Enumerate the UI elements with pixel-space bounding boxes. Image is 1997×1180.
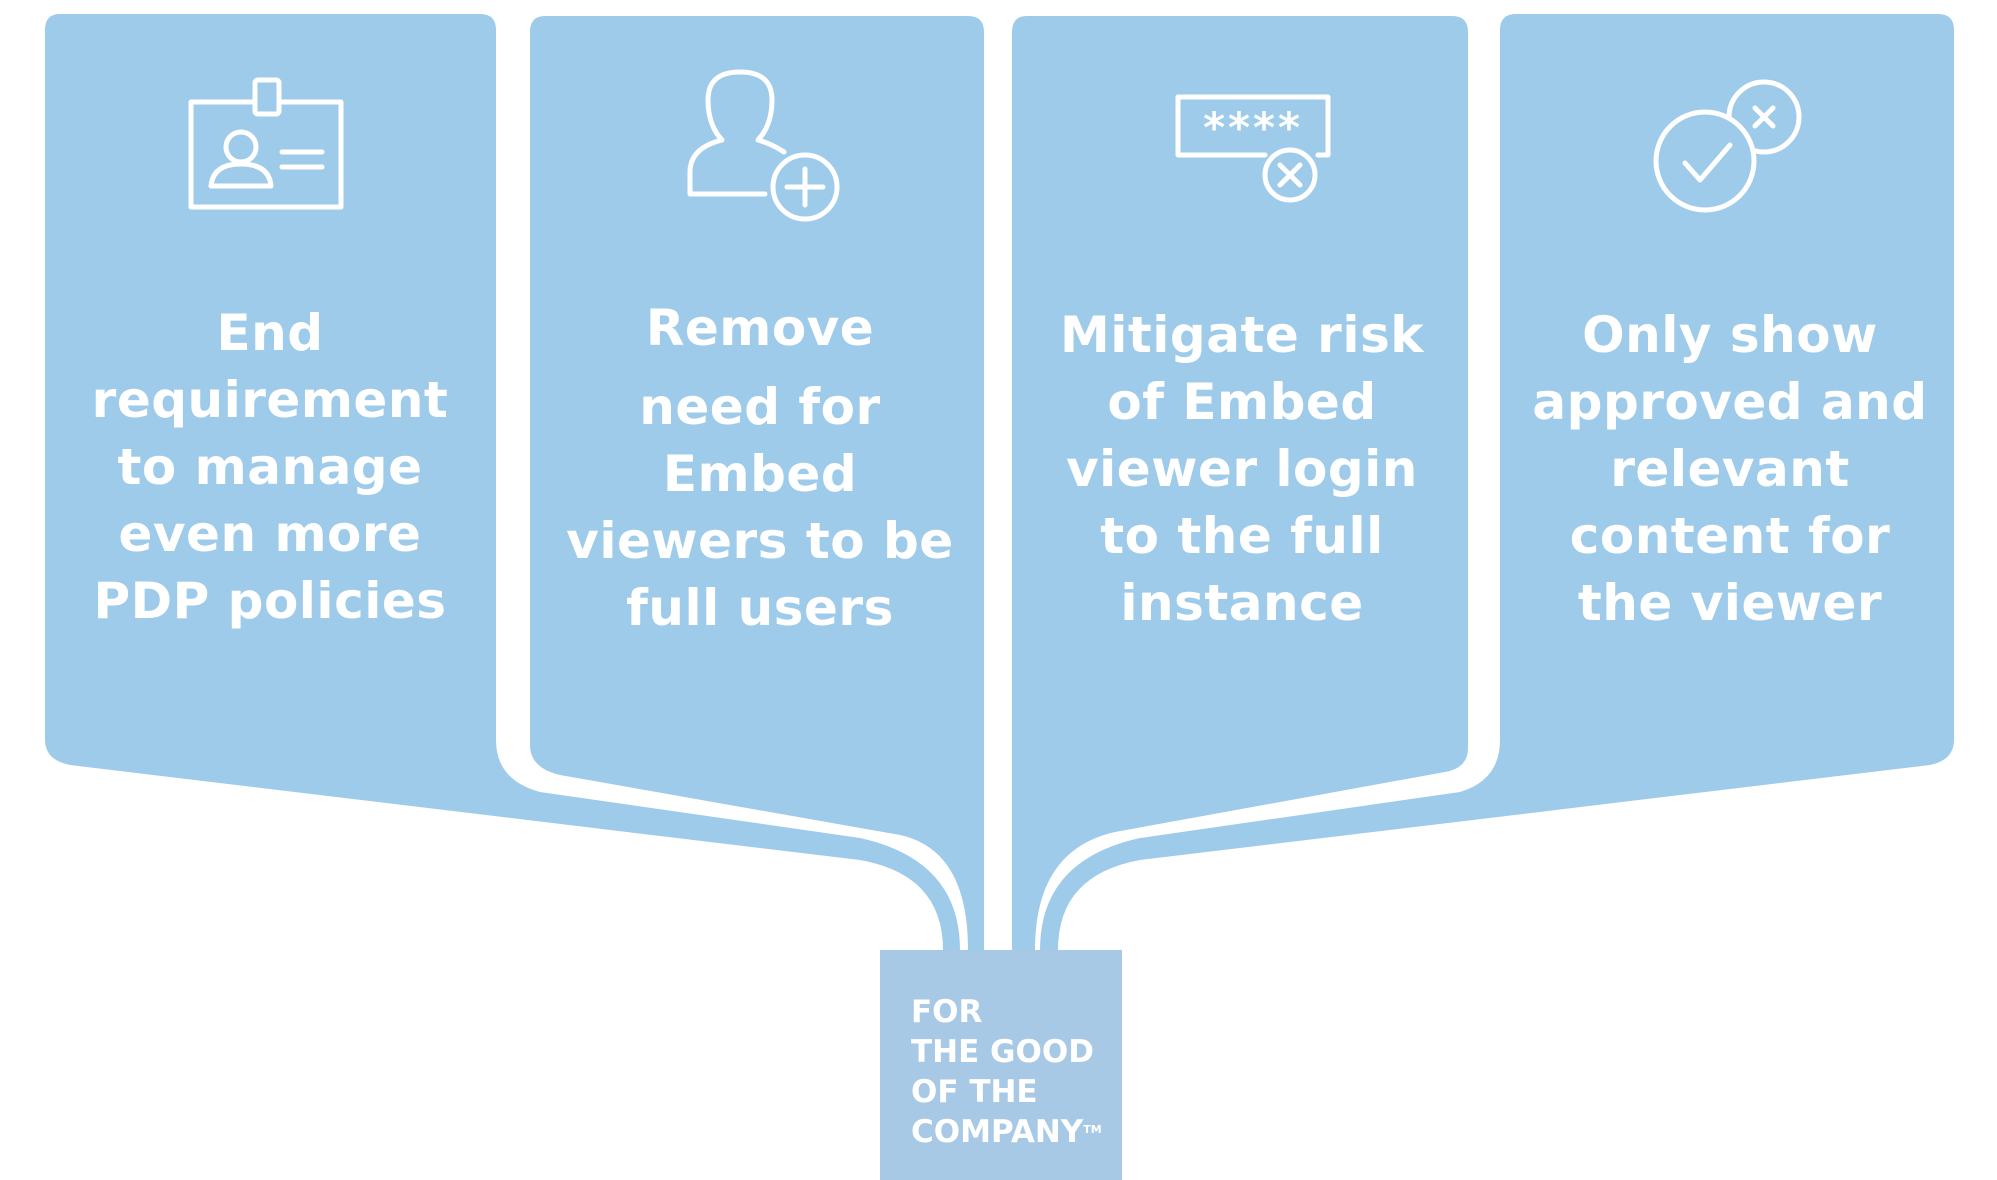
- panel-3-line: viewer login: [1066, 440, 1418, 498]
- panel-4-line: the viewer: [1577, 574, 1883, 632]
- brand-line: OF THE: [911, 1074, 1038, 1110]
- panel-2-text: Remove need for Embed viewers to be full…: [530, 295, 990, 642]
- panel-2-line: viewers to be: [566, 512, 954, 570]
- panel-3-line: of Embed: [1107, 373, 1377, 431]
- panel-1-line: PDP policies: [93, 572, 447, 630]
- check-cross-icon: [1653, 79, 1802, 213]
- password-denied-icon: ****: [1175, 94, 1331, 203]
- panel-4-line: Only show: [1582, 306, 1878, 364]
- brand-box: FOR THE GOOD OF THE COMPANYTM: [880, 950, 1122, 1180]
- panel-4-text: Only show approved and relevant content …: [1500, 302, 1960, 637]
- trademark-mark: TM: [1083, 1123, 1102, 1136]
- panel-2-line: full users: [626, 579, 894, 637]
- brand-line: COMPANY: [911, 1114, 1084, 1150]
- brand-text: FOR THE GOOD OF THE COMPANYTM: [911, 992, 1102, 1152]
- brand-line: THE GOOD: [911, 1034, 1094, 1070]
- brand-line: FOR: [911, 994, 983, 1030]
- panel-3-line: Mitigate risk: [1060, 306, 1424, 364]
- panel-4-line: relevant: [1610, 440, 1850, 498]
- panel-3-shape: [1012, 16, 1468, 950]
- panel-1-line: requirement: [91, 371, 449, 429]
- panel-1-shape: [45, 14, 960, 950]
- id-badge-icon: [188, 77, 344, 210]
- panel-2-line: need for: [639, 378, 881, 436]
- panel-1-line: End: [216, 304, 324, 362]
- panel-2-line: Remove: [645, 299, 875, 357]
- panel-4-line: content for: [1569, 507, 1891, 565]
- panel-4-shape: [1040, 14, 1954, 950]
- panel-1-text: End requirement to manage even more PDP …: [45, 300, 495, 635]
- panel-3-line: instance: [1120, 574, 1364, 632]
- svg-text:****: ****: [1203, 103, 1303, 152]
- add-user-icon: [687, 69, 840, 222]
- panel-1-line: to manage: [117, 438, 423, 496]
- panel-3-text: Mitigate risk of Embed viewer login to t…: [1012, 302, 1472, 637]
- panel-3-line: to the full: [1100, 507, 1384, 565]
- panel-1-line: even more: [118, 505, 422, 563]
- panel-4-line: approved and: [1532, 373, 1928, 431]
- panel-2-line: Embed: [662, 445, 858, 503]
- panel-2-shape: [530, 16, 984, 950]
